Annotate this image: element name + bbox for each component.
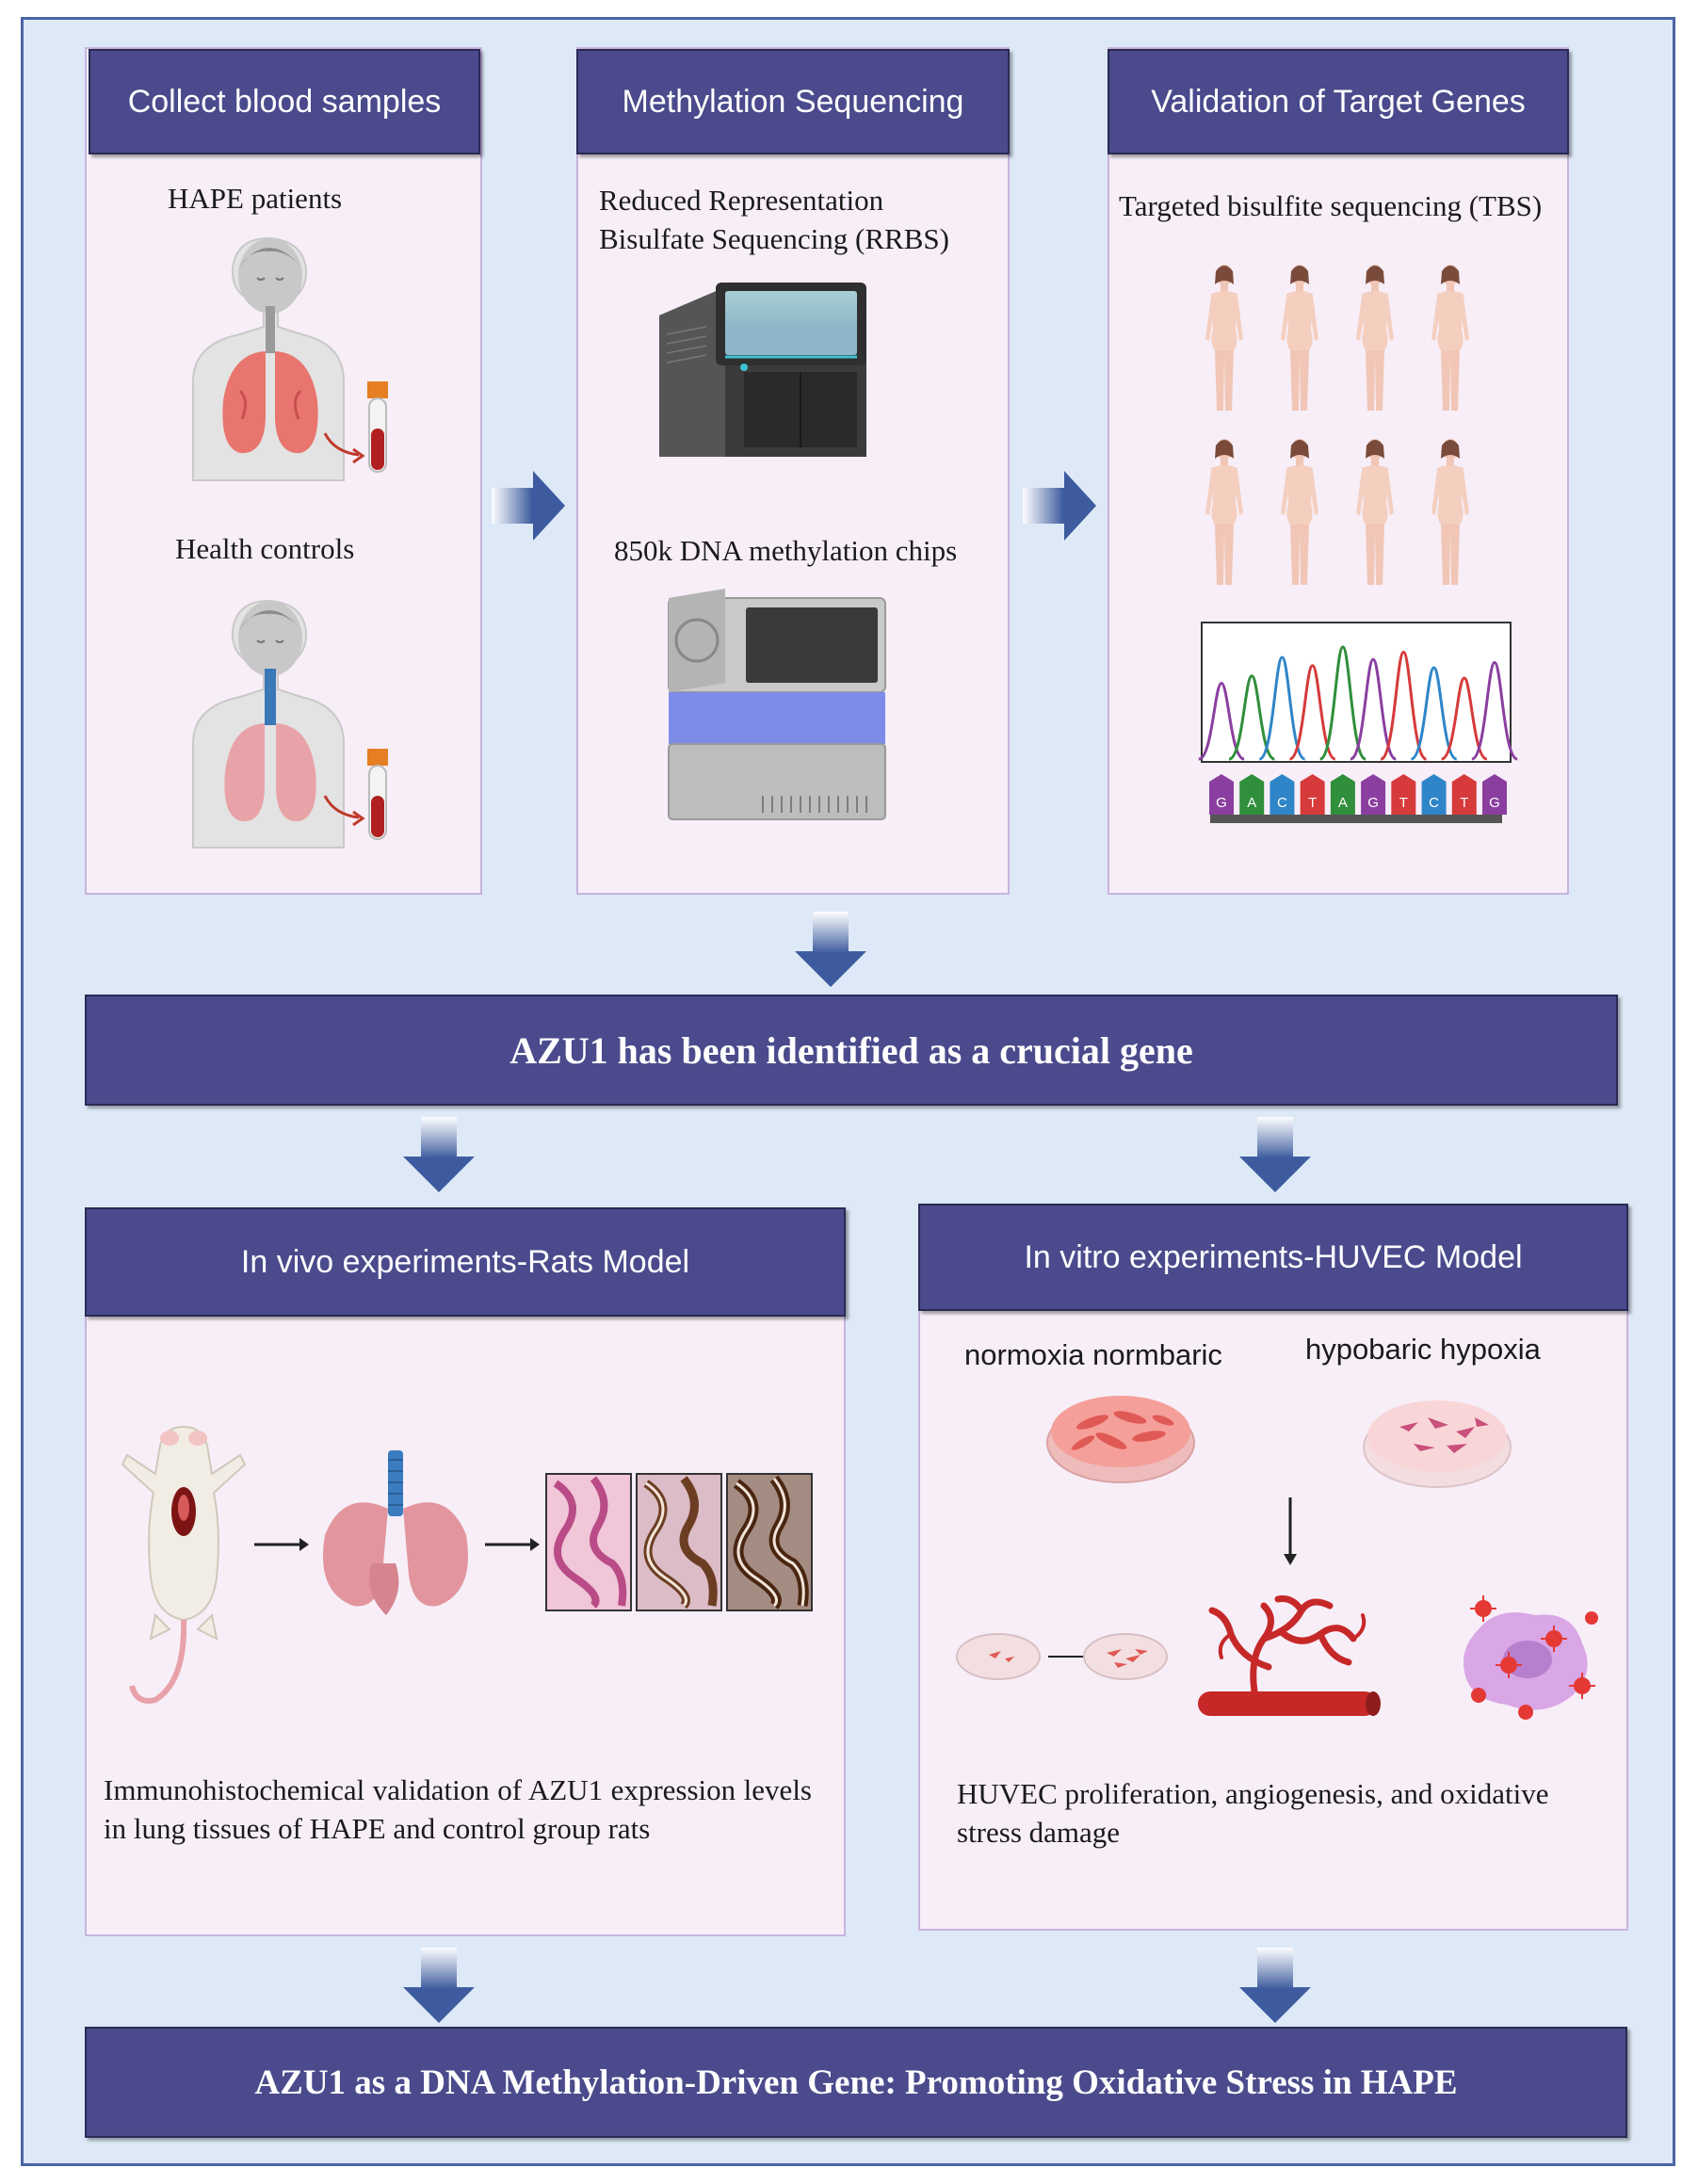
chromatogram-peak: [1198, 681, 1245, 761]
base-block: T: [1451, 774, 1477, 815]
rat-lung-illustration: [323, 1450, 468, 1615]
invivo-description: Immunohistochemical validation of AZU1 e…: [104, 1773, 812, 1845]
angiogenesis-illustration: [1198, 1595, 1381, 1716]
chromatogram-peak: [1318, 645, 1366, 761]
base-letter: C: [1429, 795, 1439, 811]
arrow-hypoxia-down: [1284, 1497, 1297, 1565]
rrbs-label: Reduced Representation Bisulfate Sequenc…: [599, 184, 949, 255]
arrow-invivo-to-conclusion: [403, 1948, 475, 2023]
chips-label: 850k DNA methylation chips: [614, 534, 958, 567]
hape-patients-label: HAPE patients: [168, 182, 343, 215]
health-control-illustration: [192, 599, 388, 849]
arrow-lung-to-ihc: [485, 1538, 540, 1551]
methylation-header: Methylation Sequencing: [576, 49, 1010, 154]
rat-illustration: [121, 1425, 247, 1704]
chromatogram-peak: [1440, 676, 1488, 761]
oxidative-stress-cell: [1464, 1595, 1598, 1720]
chromatogram-peak: [1228, 674, 1276, 761]
invitro-panel: [918, 1204, 1628, 1931]
crucial-gene-banner: AZU1 has been identified as a crucial ge…: [85, 995, 1618, 1106]
base-letter: C: [1277, 795, 1287, 811]
rrbs-sequencer-illustration: [659, 283, 866, 457]
chromatogram-peak: [1288, 664, 1336, 761]
tbs-cohort-row-1: [1205, 265, 1469, 411]
base-block: C: [1269, 774, 1295, 815]
normoxia-label: normoxia normbaric: [964, 1338, 1222, 1371]
normoxia-dish: [1046, 1396, 1195, 1483]
proliferation-dishes: [956, 1633, 1168, 1680]
base-block: A: [1330, 774, 1355, 815]
collect-header: Collect blood samples: [89, 49, 480, 154]
arrow-collect-to-methylation: [492, 471, 565, 541]
base-block: G: [1209, 774, 1234, 815]
base-letter: T: [1308, 795, 1317, 811]
tbs-cohort-row-2: [1205, 439, 1469, 585]
hypoxia-label: hypobaric hypoxia: [1305, 1333, 1541, 1366]
arrow-methylation-to-validation: [1023, 471, 1096, 541]
arrow-down-to-invivo: [403, 1117, 475, 1192]
base-letter: T: [1399, 795, 1408, 811]
conclusion-banner: AZU1 as a DNA Methylation-Driven Gene: P…: [85, 2027, 1627, 2138]
chromatogram-peak: [1410, 666, 1458, 761]
chromatogram-peak: [1258, 655, 1306, 761]
invitro-description: HUVEC proliferation, angiogenesis, and o…: [957, 1777, 1549, 1849]
hypoxia-dish: [1363, 1400, 1512, 1488]
chromatogram-peak: [1471, 660, 1518, 761]
invitro-header: In vitro experiments-HUVEC Model: [918, 1204, 1628, 1311]
base-letter: G: [1367, 795, 1379, 811]
arrow-rat-to-lung: [254, 1538, 309, 1551]
base-block: T: [1300, 774, 1325, 815]
base-letter: A: [1247, 795, 1256, 811]
base-block: A: [1239, 774, 1265, 815]
base-block: G: [1361, 774, 1386, 815]
base-block: C: [1421, 774, 1447, 815]
arrow-down-to-invitro: [1239, 1117, 1311, 1192]
arrow-down-to-crucial-gene: [795, 912, 866, 987]
health-controls-label: Health controls: [175, 532, 355, 565]
chromatogram-peak: [1350, 657, 1398, 761]
base-block: T: [1391, 774, 1416, 815]
tbs-label: Targeted bisulfite sequencing (TBS): [1119, 189, 1543, 222]
hape-patient-illustration: [192, 236, 388, 481]
base-letter: G: [1489, 795, 1500, 811]
base-block: G: [1482, 774, 1507, 815]
base-letter: G: [1216, 795, 1227, 811]
chromatogram-peak: [1380, 650, 1428, 761]
invivo-header: In vivo experiments-Rats Model: [85, 1207, 846, 1317]
base-letter: A: [1338, 795, 1348, 811]
methylation-chip-scanner-illustration: [668, 589, 886, 820]
base-letter: T: [1460, 795, 1468, 811]
arrow-invitro-to-conclusion: [1239, 1948, 1311, 2023]
ihc-staining-panels: [545, 1473, 813, 1611]
validation-header: Validation of Target Genes: [1108, 49, 1569, 154]
